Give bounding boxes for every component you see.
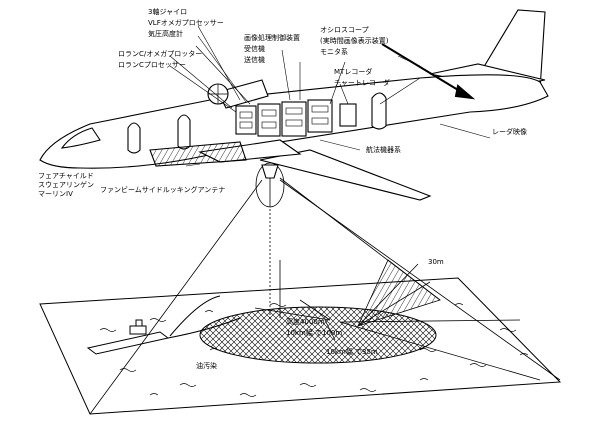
- label-nav-system: 航法機器系: [366, 146, 401, 154]
- label-radar-image: レーダ映像: [492, 128, 527, 136]
- label-swath: 高度4000m: [286, 318, 325, 326]
- label-oil-slick: 油汚染: [196, 362, 217, 370]
- label-gyro: 3軸ジャイロ: [148, 8, 188, 16]
- label-monitor: モニタ系: [320, 48, 348, 56]
- beam-fan: [254, 205, 541, 381]
- label-aircraft-line3: マーリンIV: [38, 190, 73, 198]
- label-aircraft-line2: スウェアリンゲン: [38, 181, 94, 189]
- label-loran-c-proc: ロランCプロセッサー: [118, 61, 186, 69]
- label-resolution: 10km幅 で35m: [326, 348, 378, 356]
- label-transmitter: 送信機: [244, 56, 265, 64]
- oil-slick-area: [199, 306, 437, 364]
- antenna-beam: [89, 162, 561, 415]
- ship: [86, 295, 241, 355]
- label-oscilloscope: オシロスコープ: [320, 26, 369, 34]
- label-baro-alt: 気圧高度計: [148, 30, 183, 38]
- label-swath2: 10km幅 で100m: [286, 329, 343, 337]
- sea-surface: [39, 277, 562, 415]
- radar-image-arrow: [381, 43, 476, 100]
- label-loran-c-omega: ロランC/オメガプロッター: [118, 50, 203, 58]
- label-aircraft-line1: フェアチャイルド: [38, 172, 94, 180]
- leader-lines: [169, 25, 491, 167]
- aircraft: [39, 9, 549, 201]
- label-radar-proc: 画像処理制御装置: [244, 34, 300, 42]
- label-chart-recorder: チャートレコーダ: [334, 79, 390, 87]
- label-data-rec: 受信機: [244, 45, 265, 53]
- label-antenna: ファンビームサイドルッキングアンテナ: [100, 186, 226, 194]
- label-vlf-omega: VLFオメガプロセッサー: [148, 19, 224, 27]
- label-realtime-disp: (実時間画像表示装置): [320, 37, 389, 45]
- label-aircraft: フェアチャイルド スウェアリンゲン マーリンIV: [38, 172, 94, 199]
- label-mt-recorder: MTレコーダ: [334, 68, 373, 76]
- label-angle: 30m: [428, 258, 444, 266]
